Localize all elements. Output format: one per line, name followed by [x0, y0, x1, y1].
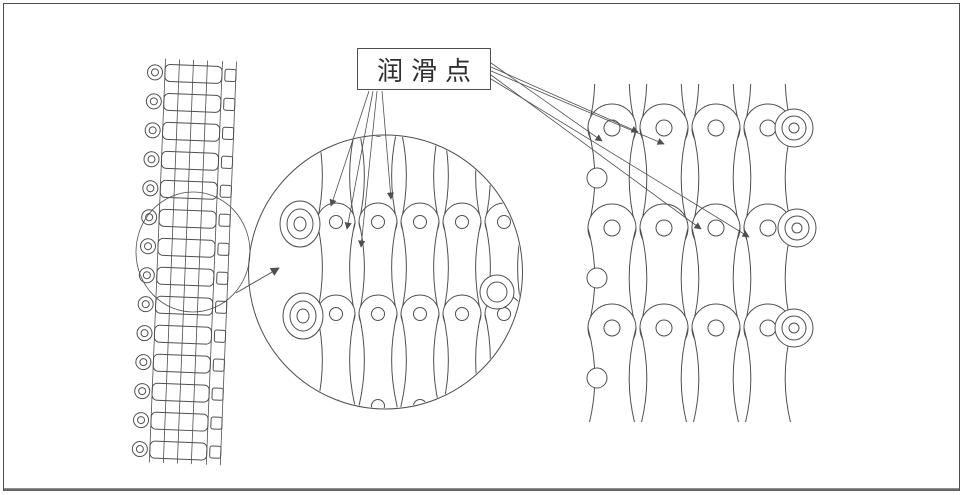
leader-line — [490, 62, 603, 142]
leader-lines-to-right — [490, 62, 750, 238]
detail-callout-arrow — [235, 267, 280, 294]
leader-line — [329, 90, 370, 207]
left-chain-plate-edges — [148, 58, 237, 466]
right-pins — [603, 119, 777, 337]
lubrication-label: 润滑点 — [376, 56, 479, 86]
magnified-roller-ends — [279, 200, 515, 340]
leader-line — [344, 90, 374, 230]
leader-line — [490, 78, 750, 238]
lubrication-label-box: 润滑点 — [357, 48, 491, 90]
right-roller-ends — [586, 108, 817, 389]
leader-line — [490, 70, 665, 145]
left-chain-view — [131, 58, 237, 466]
leader-line — [381, 90, 395, 200]
magnified-link-plates — [316, 136, 522, 408]
magnified-detail-view — [248, 134, 523, 410]
left-chain-links — [131, 63, 237, 462]
right-chain-view — [586, 84, 817, 422]
leader-line — [490, 66, 639, 133]
leader-lines-to-detail — [329, 90, 395, 248]
leader-line — [358, 90, 378, 248]
magnified-chain-drawing — [279, 136, 522, 408]
